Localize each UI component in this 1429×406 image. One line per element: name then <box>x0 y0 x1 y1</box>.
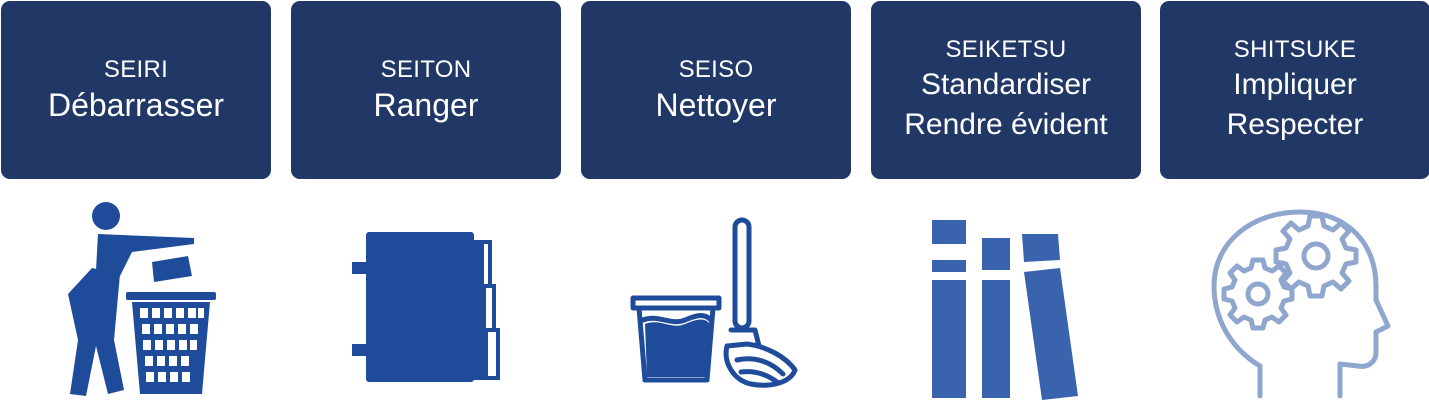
bucket-mop-icon <box>630 217 798 388</box>
binder-icon <box>352 232 500 382</box>
pillar-french-term: Respecter <box>1226 108 1364 141</box>
pillar-japanese-term: SEIKETSU <box>945 36 1067 63</box>
pillar-card-shitsuke: SHITSUKE Impliquer Respecter <box>1160 1 1429 179</box>
pillar-french-term: Impliquer <box>1233 68 1357 101</box>
pillar-french-term: Standardiser <box>920 68 1092 101</box>
pillar-card-seiso: SEISO Nettoyer <box>581 1 851 179</box>
books-icon <box>932 220 1078 400</box>
pillar-card-seiri: SEIRI Débarrasser <box>1 1 271 179</box>
pillar-french-term: Rendre évident <box>904 108 1108 141</box>
pillar-japanese-term: SHITSUKE <box>1233 36 1357 63</box>
pillar-card-seiton: SEITON Ranger <box>291 1 561 179</box>
pillar-japanese-term: SEISO <box>678 56 754 83</box>
trash-bin-icon <box>68 202 216 396</box>
pillar-japanese-term: SEITON <box>380 56 472 83</box>
pillar-french-term: Nettoyer <box>655 87 777 123</box>
pillar-french-term: Ranger <box>373 87 479 123</box>
pillar-card-seiketsu: SEIKETSU Standardiser Rendre évident <box>871 1 1141 179</box>
pillar-french-term: Débarrasser <box>47 87 225 123</box>
pillar-japanese-term: SEIRI <box>103 56 169 83</box>
head-gears-icon <box>1211 209 1391 399</box>
